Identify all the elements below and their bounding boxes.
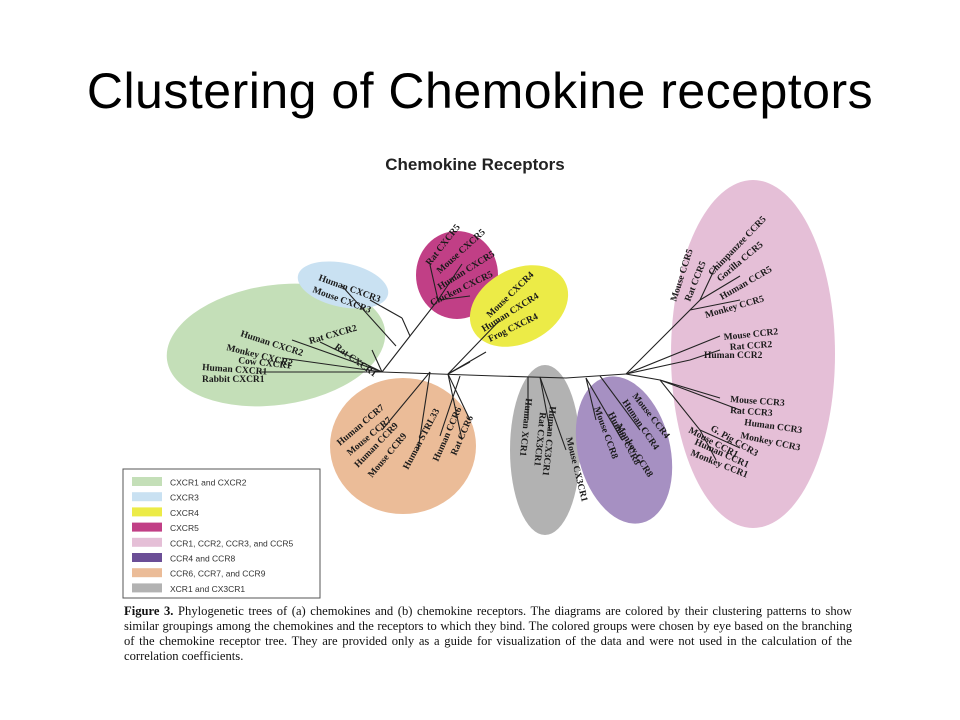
tree-branches: [260, 263, 741, 461]
legend-swatch: [132, 583, 162, 593]
legend-swatch: [132, 553, 162, 562]
cluster-cxcr1-cxcr2: [166, 283, 386, 407]
caption-label: Figure 3.: [124, 604, 174, 618]
figure-title: Chemokine Receptors: [385, 155, 565, 174]
leaf-label: Human CXCR1: [202, 363, 268, 378]
cluster-cxcr3: [297, 261, 389, 309]
leaf-label: Rat CCR3: [730, 406, 773, 419]
legend-swatch: [132, 537, 162, 547]
figure-caption: Figure 3. Phylogenetic trees of (a) chem…: [124, 604, 852, 664]
leaf-label: Rat CCR2: [730, 340, 773, 353]
legend-swatch: [132, 507, 162, 517]
leaf-label: Mouse CCR3: [730, 395, 785, 409]
legend-label: CCR6, CCR7, and CCR9: [170, 569, 266, 579]
leaf-label: Human CCR2: [704, 351, 763, 361]
legend-swatch: [132, 477, 162, 486]
caption-text: Phylogenetic trees of (a) chemokines and…: [124, 604, 853, 663]
legend-label: CXCR5: [170, 523, 199, 533]
legend-label: CXCR3: [170, 493, 199, 503]
legend-label: CXCR4: [170, 508, 199, 518]
legend-label: CCR1, CCR2, CCR3, and CCR5: [170, 538, 294, 548]
slide-title: Clustering of Chemokine receptors: [86, 63, 874, 119]
legend-label: CCR4 and CCR8: [170, 554, 235, 564]
cluster-ccr6-ccr9: [330, 378, 476, 514]
legend-label: CXCR1 and CXCR2: [170, 478, 247, 488]
leaf-label: Rabbit CXCR1: [202, 375, 265, 385]
legend-swatch: [132, 568, 162, 578]
cluster-ccr1-ccr5: [671, 180, 835, 528]
legend-label: XCR1 and CX3CR1: [170, 584, 245, 594]
cluster-ccr4-ccr8: [575, 376, 673, 524]
legend-swatch: [132, 522, 162, 532]
legend-swatch: [132, 492, 162, 502]
